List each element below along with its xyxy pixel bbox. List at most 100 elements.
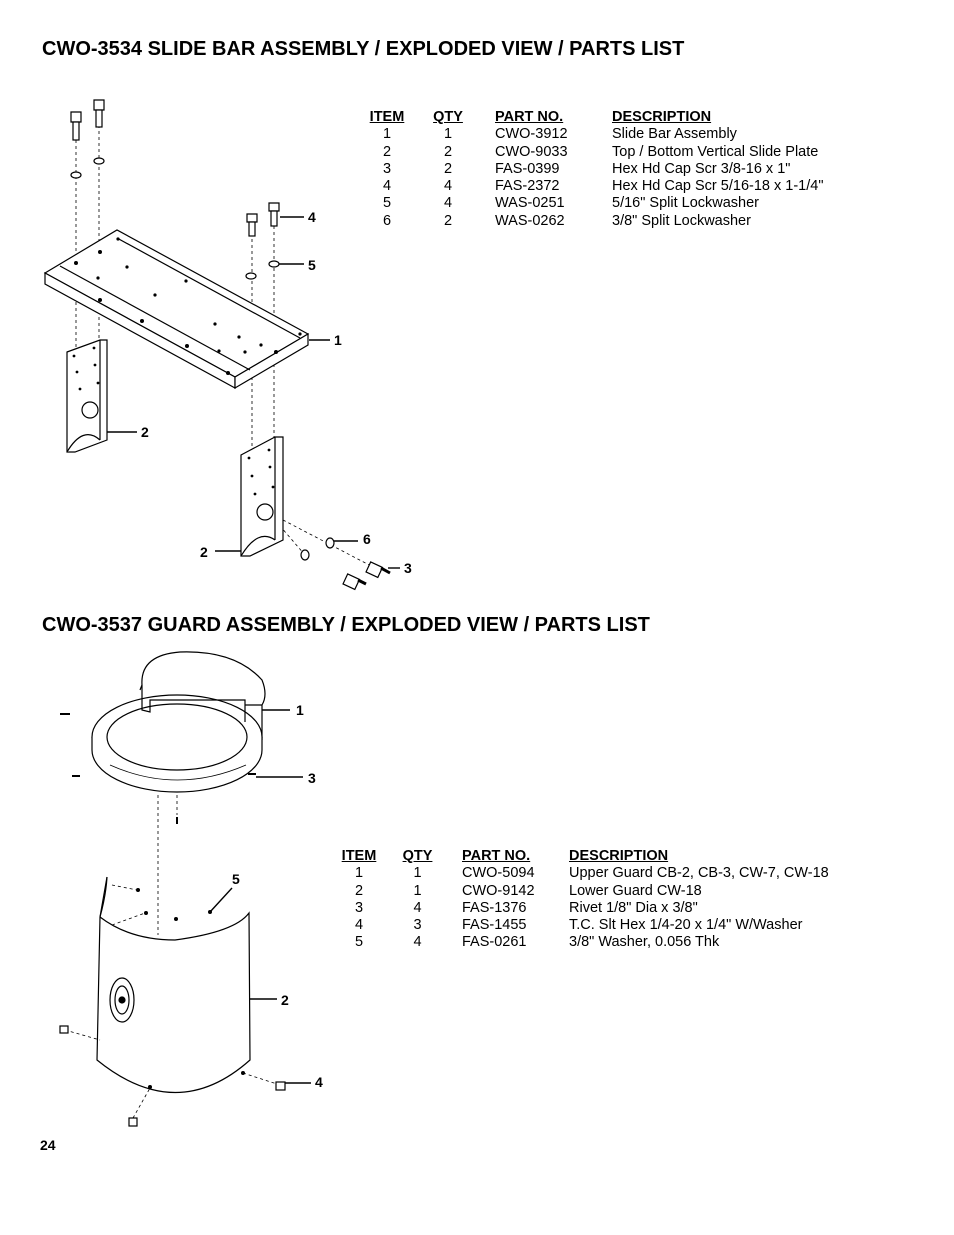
- vertical-slide-plate: [66, 339, 108, 453]
- item-cell: 5: [354, 934, 364, 951]
- description-cell: T.C. Slt Hex 1/4-20 x 1/4" W/Washer: [569, 917, 803, 934]
- qty-cell: 3: [413, 917, 422, 934]
- callout-2: 2: [281, 992, 289, 1008]
- qty-cell: 4: [443, 195, 453, 212]
- table-row: 2 2 CWO-9033 Top / Bottom Vertical Slide Pl…: [367, 144, 823, 161]
- partno-cell: CWO-5094: [462, 865, 535, 882]
- item-cell: 3: [382, 160, 392, 177]
- qty-cell: 1: [413, 865, 422, 882]
- screw-icon: [59, 1025, 69, 1034]
- item-cell: 5: [382, 195, 392, 212]
- col-description-header: DESCRIPTION: [569, 848, 669, 864]
- partno-cell: FAS-0399: [495, 160, 560, 177]
- cap-screw-icon: [268, 202, 280, 227]
- callout-1: 1: [296, 702, 304, 718]
- col-qty-header: QTY: [433, 109, 463, 125]
- slide-bar-exploded-view: 4 5 1 2 2 6 3: [43, 99, 412, 591]
- table-row: 5 4 FAS-0261 3/8" Washer, 0.056 Thk: [339, 934, 829, 951]
- cap-screw-icon: [342, 573, 367, 591]
- screw-icon: [128, 1117, 138, 1127]
- description-cell: Lower Guard CW-18: [569, 882, 702, 899]
- item-cell: 4: [354, 917, 364, 934]
- table-row: 3 4 FAS-1376 Rivet 1/8" Dia x 3/8": [339, 900, 829, 917]
- description-cell: 3/8" Split Lockwasher: [612, 212, 751, 229]
- description-cell: Upper Guard CB-2, CB-3, CW-7, CW-18: [569, 865, 829, 882]
- lockwasher-icon: [93, 157, 105, 165]
- col-partno-header: PART NO.: [495, 109, 564, 125]
- callout-6: 6: [363, 531, 371, 547]
- partno-cell: CWO-9142: [462, 882, 535, 899]
- lockwasher-icon: [245, 272, 257, 280]
- slide-bar-parts-table: ITEM QTY PART NO. DESCRIPTION 1 1 CWO-3912…: [367, 109, 824, 230]
- guard-assembly-title: CWO-3537 GUARD ASSEMBLY / EXPLODED VIEW …: [42, 614, 650, 636]
- screw-icon: [275, 1081, 286, 1091]
- callout-3: 3: [404, 560, 412, 576]
- col-partno-header: PART NO.: [462, 848, 531, 864]
- partno-cell: FAS-1455: [462, 917, 527, 934]
- lockwasher-icon: [268, 260, 280, 268]
- partno-cell: FAS-1376: [462, 899, 527, 916]
- table-row: 1 1 CWO-3912 Slide Bar Assembly: [367, 126, 823, 143]
- table-row: 3 2 FAS-0399 Hex Hd Cap Scr 3/8-16 x 1": [367, 161, 823, 178]
- lockwasher-icon: [70, 171, 82, 179]
- cap-screw-icon: [365, 561, 391, 579]
- item-cell: 3: [354, 899, 364, 916]
- cap-screw-icon: [70, 111, 82, 141]
- col-item-header: ITEM: [341, 848, 377, 864]
- table-header-row: ITEM QTY PART NO. DESCRIPTION: [367, 109, 823, 126]
- description-cell: Rivet 1/8" Dia x 3/8": [569, 899, 698, 916]
- item-cell: 6: [382, 212, 392, 229]
- upper-guard: [91, 651, 266, 793]
- qty-cell: 2: [443, 160, 453, 177]
- cap-screw-icon: [246, 213, 258, 237]
- callout-5: 5: [232, 871, 240, 887]
- partno-cell: CWO-9033: [495, 143, 568, 160]
- partno-cell: WAS-0251: [495, 195, 565, 212]
- description-cell: Hex Hd Cap Scr 3/8-16 x 1": [612, 160, 791, 177]
- item-cell: 2: [382, 143, 392, 160]
- qty-cell: 4: [413, 899, 422, 916]
- col-description-header: DESCRIPTION: [612, 109, 712, 125]
- qty-cell: 2: [443, 212, 453, 229]
- description-cell: 5/16" Split Lockwasher: [612, 195, 760, 212]
- description-cell: Hex Hd Cap Scr 5/16-18 x 1-1/4": [612, 178, 824, 195]
- callout-1: 1: [334, 332, 342, 348]
- partno-cell: WAS-0262: [495, 212, 565, 229]
- slide-bar-plate: [43, 229, 310, 390]
- table-header-row: ITEM QTY PART NO. DESCRIPTION: [339, 848, 829, 865]
- lockwasher-icon: [325, 537, 335, 549]
- callout-3: 3: [308, 770, 316, 786]
- table-row: 5 4 WAS-0251 5/16" Split Lockwasher: [367, 195, 823, 212]
- partno-cell: FAS-2372: [495, 178, 560, 195]
- lower-guard: [96, 876, 251, 1094]
- lockwasher-icon: [300, 549, 310, 561]
- partno-cell: FAS-0261: [462, 934, 527, 951]
- callout-2: 2: [141, 424, 149, 440]
- partno-cell: CWO-3912: [495, 126, 568, 143]
- page-number: 24: [40, 1137, 56, 1153]
- description-cell: 3/8" Washer, 0.056 Thk: [569, 934, 720, 951]
- item-cell: 1: [382, 126, 392, 143]
- col-qty-header: QTY: [402, 848, 433, 864]
- callout-4: 4: [315, 1074, 323, 1090]
- guard-exploded-view: 1 3 5 2 4: [59, 651, 323, 1127]
- vertical-slide-plate: [240, 436, 284, 557]
- description-cell: Top / Bottom Vertical Slide Plate: [612, 143, 819, 160]
- col-item-header: ITEM: [369, 109, 405, 125]
- qty-cell: 4: [413, 934, 422, 951]
- item-cell: 2: [354, 882, 364, 899]
- slide-bar-title: CWO-3534 SLIDE BAR ASSEMBLY / EXPLODED V…: [42, 38, 685, 60]
- description-cell: Slide Bar Assembly: [612, 126, 737, 143]
- callout-5: 5: [308, 257, 316, 273]
- item-cell: 4: [382, 178, 392, 195]
- table-row: 4 3 FAS-1455 T.C. Slt Hex 1/4-20 x 1/4" W/W…: [339, 917, 829, 934]
- callout-4: 4: [308, 209, 316, 225]
- qty-cell: 2: [443, 143, 453, 160]
- table-row: 6 2 WAS-0262 3/8" Split Lockwasher: [367, 213, 823, 230]
- qty-cell: 1: [443, 126, 453, 143]
